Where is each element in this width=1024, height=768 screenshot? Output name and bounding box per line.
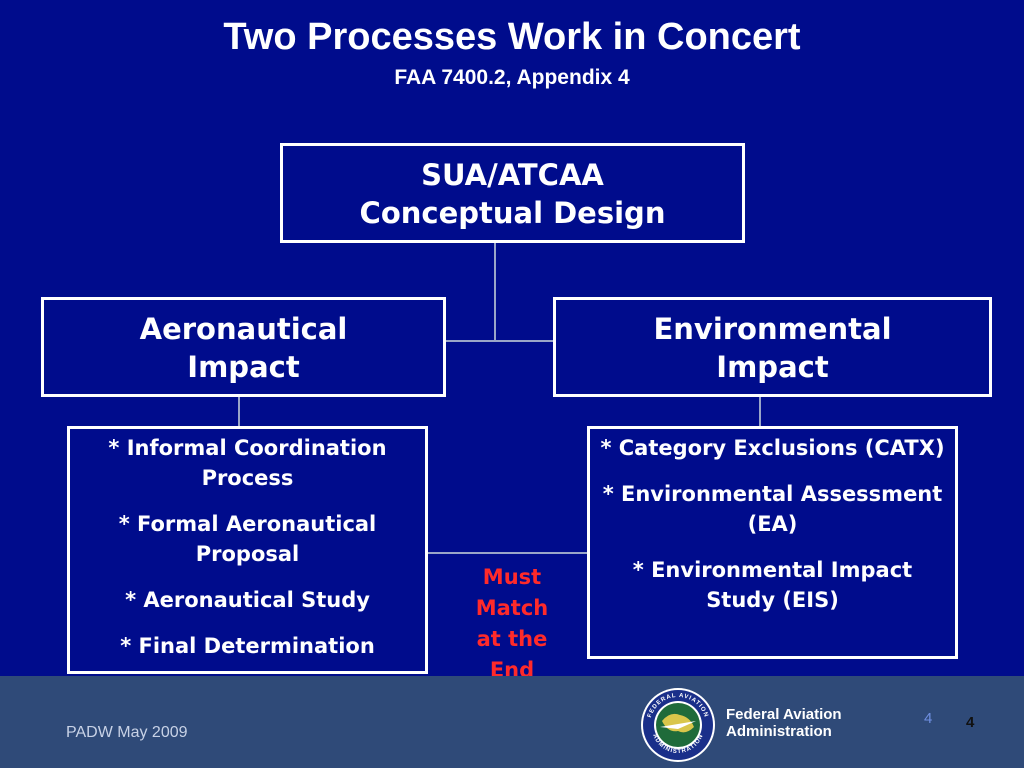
org-name: Federal Aviation Administration: [726, 706, 842, 740]
faa-seal-icon: FEDERAL AVIATION ADMINISTRATION: [641, 688, 715, 762]
center-note-line3: at the: [476, 627, 548, 651]
left-list-box: * Informal Coordination Process * Formal…: [67, 426, 428, 674]
list-item: * Aeronautical Study: [125, 588, 370, 612]
org-name-line1: Federal Aviation: [726, 706, 842, 723]
footer-bar: PADW May 2009 FEDERAL AVIATION ADMINISTR…: [0, 676, 1024, 768]
left-box-line1: Aeronautical: [139, 312, 348, 346]
top-box: SUA/ATCAA Conceptual Design: [280, 143, 745, 243]
center-note-line1: Must: [482, 565, 542, 589]
list-item: * Category Exclusions (CATX): [600, 436, 945, 460]
page-number: 4: [966, 714, 975, 731]
page-number-small: 4: [924, 710, 933, 727]
connector-left-vertical: [238, 396, 240, 426]
list-item: * Informal Coordination Process: [108, 436, 387, 490]
connector-top-vertical: [494, 243, 496, 341]
left-box-line2: Impact: [187, 350, 300, 384]
list-item: * Final Determination: [120, 634, 375, 658]
right-box-line2: Impact: [716, 350, 829, 384]
list-item: * Formal Aeronautical Proposal: [118, 512, 377, 566]
list-item: * Environmental Assessment (EA): [602, 482, 943, 536]
center-note-line2: Match: [475, 596, 549, 620]
slide-title: Two Processes Work in Concert: [223, 16, 801, 58]
org-name-line2: Administration: [726, 723, 832, 740]
list-item: * Environmental Impact Study (EIS): [632, 558, 913, 612]
right-box-line1: Environmental: [653, 312, 892, 346]
connector-right-vertical: [759, 396, 761, 426]
slide-subtitle: FAA 7400.2, Appendix 4: [394, 66, 630, 89]
top-box-line1: SUA/ATCAA: [421, 158, 604, 192]
connector-bottom-horizontal: [428, 552, 588, 554]
center-note: Must Match at the End: [462, 562, 562, 686]
connector-middle-horizontal: [446, 340, 554, 342]
footer-date-text: PADW May 2009: [66, 724, 188, 741]
right-list-box: * Category Exclusions (CATX) * Environme…: [587, 426, 958, 659]
right-box: Environmental Impact: [553, 297, 992, 397]
top-box-line2: Conceptual Design: [359, 196, 666, 230]
left-box: Aeronautical Impact: [41, 297, 446, 397]
